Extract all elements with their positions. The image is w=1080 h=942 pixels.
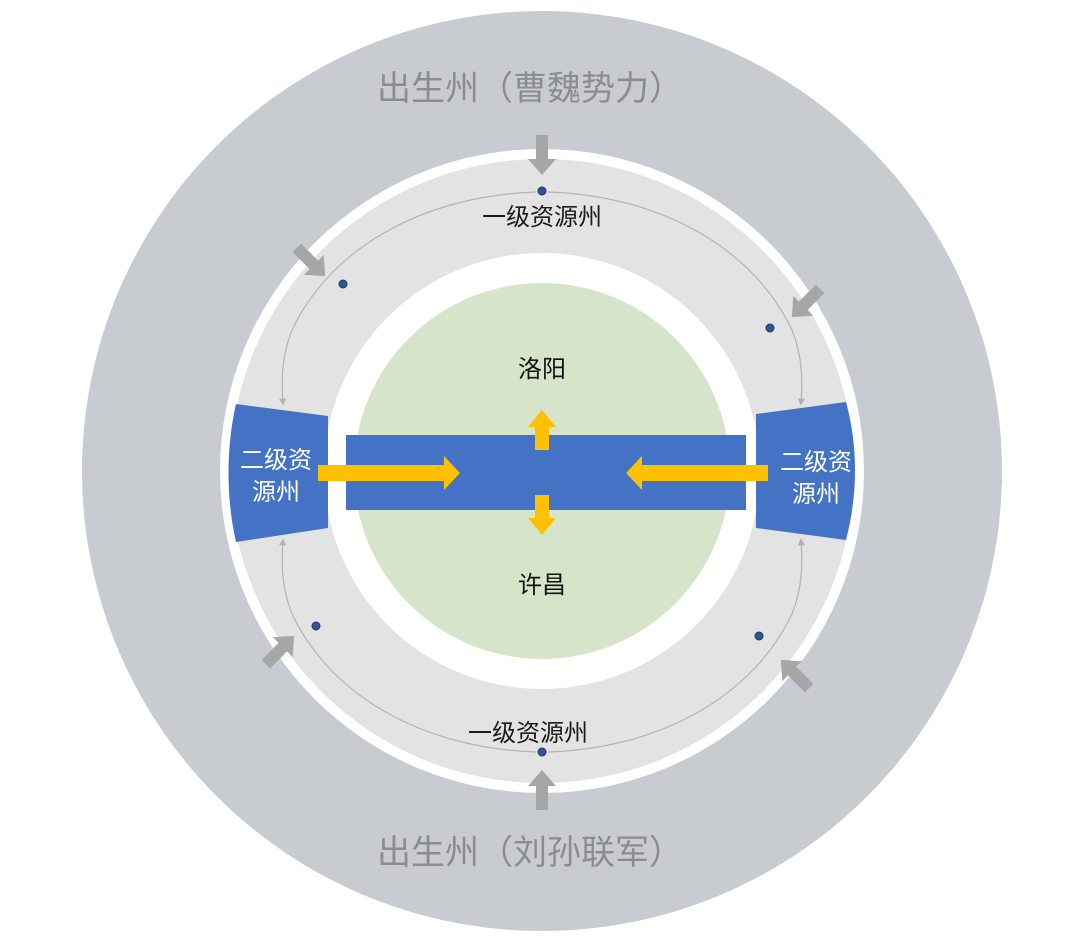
flow-arrow-icon bbox=[528, 495, 556, 535]
secondary-zone-left bbox=[228, 404, 328, 542]
flow-path-bottom-right bbox=[547, 538, 805, 753]
inward-arrow-icon bbox=[528, 770, 556, 810]
inward-arrow-icon bbox=[791, 284, 825, 318]
node-dot-icon bbox=[537, 747, 547, 757]
flow-arrow-icon bbox=[528, 410, 556, 450]
inward-arrow-icon bbox=[528, 135, 556, 175]
node-dot-icon bbox=[765, 323, 775, 333]
secondary-zone-right bbox=[756, 402, 855, 540]
flow-path-top-right bbox=[547, 191, 805, 406]
inward-arrow-icon bbox=[780, 659, 814, 693]
node-dot-icon bbox=[537, 186, 547, 196]
node-dot-icon bbox=[754, 631, 764, 641]
core-bottom-label: 许昌 bbox=[518, 571, 566, 599]
node-dot-icon bbox=[311, 621, 321, 631]
ring-bottom-label: 一级资源州 bbox=[468, 719, 588, 747]
core-top-label: 洛阳 bbox=[518, 355, 566, 383]
side-left-label-line2: 源州 bbox=[252, 478, 300, 506]
inward-arrow-icon bbox=[292, 243, 326, 277]
flow-path-top-left bbox=[279, 191, 537, 406]
flow-arrow-icon bbox=[318, 456, 460, 490]
outer-bottom-label: 出生州（刘孙联军） bbox=[377, 833, 683, 873]
inward-arrow-icon bbox=[261, 635, 295, 669]
flow-arrow-icon bbox=[626, 456, 768, 490]
side-left-label-line1: 二级资 bbox=[240, 446, 312, 474]
ring-top-label: 一级资源州 bbox=[482, 203, 602, 231]
side-right-label-line1: 二级资 bbox=[780, 448, 852, 476]
node-dot-icon bbox=[338, 279, 348, 289]
outer-top-label: 出生州（曹魏势力） bbox=[377, 69, 683, 109]
flow-path-bottom-left bbox=[279, 538, 537, 753]
side-right-label-line2: 源州 bbox=[792, 480, 840, 508]
